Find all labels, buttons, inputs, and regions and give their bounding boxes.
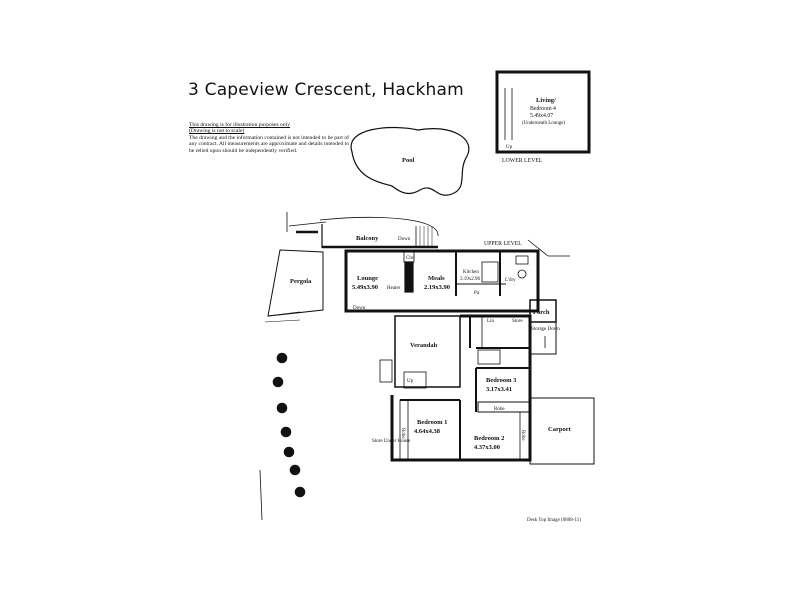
- heater-label: Heater: [387, 286, 401, 291]
- store-label: Store: [512, 319, 523, 324]
- image-credit: Desk Top Image (0808-11): [527, 518, 581, 523]
- verandah-outline: [394, 315, 461, 388]
- bedroom1-dim: 4.64x4.38: [414, 428, 441, 435]
- pool-label: Pool: [402, 157, 414, 164]
- pergola-label: Pergola: [290, 278, 312, 285]
- bedroom4-note: (Underneath Lounge): [522, 121, 566, 126]
- disclaimer-body: The drawing and the information containe…: [189, 134, 349, 154]
- lower-up-label: Up: [506, 145, 513, 150]
- lower-level-label: LOWER LEVEL: [502, 158, 543, 164]
- cbd-label: Cbd: [406, 256, 415, 261]
- bedroom3-label: Bedroom 3: [486, 377, 517, 384]
- bedroom1-label: Bedroom 1: [417, 419, 447, 426]
- robe2-label: Robe: [520, 430, 525, 441]
- lounge-meals-block: [344, 249, 540, 313]
- kitchen-label: Kitchen: [463, 270, 479, 275]
- pool-outline: [350, 126, 470, 196]
- robe3-label: Robe: [494, 407, 505, 412]
- carport-label: Carport: [548, 426, 572, 433]
- balcony-down-label: Down: [398, 237, 411, 242]
- garden-trees: [272, 352, 306, 498]
- pergola-outline: [267, 249, 324, 317]
- verandah-up-label: Up: [407, 379, 414, 384]
- lounge-label: Lounge: [357, 275, 378, 282]
- bedroom4-dim: 5.49x4.07: [530, 113, 553, 119]
- disclaimer-line2: (Drawing is not to scale): [189, 128, 245, 135]
- carport-outline: [529, 397, 595, 465]
- storage-down-label: Storage Down: [531, 327, 560, 332]
- porch-label: Porch: [533, 309, 550, 316]
- upper-level-label: UPPER LEVEL: [484, 241, 522, 247]
- store-under-house-label: Store Under House: [372, 439, 411, 444]
- bedroom2-label: Bedroom 2: [474, 435, 504, 442]
- linen-label: Lin: [487, 319, 494, 324]
- bedroom4-label: Bedroom 4: [530, 106, 556, 112]
- meals-dim: 2.19x3.90: [424, 284, 450, 291]
- bedroom2-dim: 4.37x3.00: [474, 444, 500, 451]
- pantry-label: Pa: [474, 291, 480, 296]
- disclaimer: This drawing is for illustration purpose…: [189, 122, 349, 154]
- lounge-down-label: Down: [353, 306, 366, 311]
- bedroom3-dim: 3.17x3.41: [486, 386, 512, 393]
- robe1-label: Robe: [400, 428, 405, 439]
- lower-level-room: [495, 70, 591, 154]
- balcony-label: Balcony: [356, 235, 379, 242]
- ldry-label: L'dry: [505, 278, 516, 283]
- bedroom4-living-label: Living/: [536, 97, 556, 104]
- page-title: 3 Capeview Crescent, Hackham: [188, 80, 464, 100]
- kitchen-dim: 3.19x2.96: [460, 277, 481, 282]
- disclaimer-line1: This drawing is for illustration purpose…: [189, 122, 290, 128]
- meals-label: Meals: [428, 275, 445, 282]
- lounge-dim: 5.49x3.90: [352, 284, 378, 291]
- verandah-label: Verandah: [410, 342, 438, 349]
